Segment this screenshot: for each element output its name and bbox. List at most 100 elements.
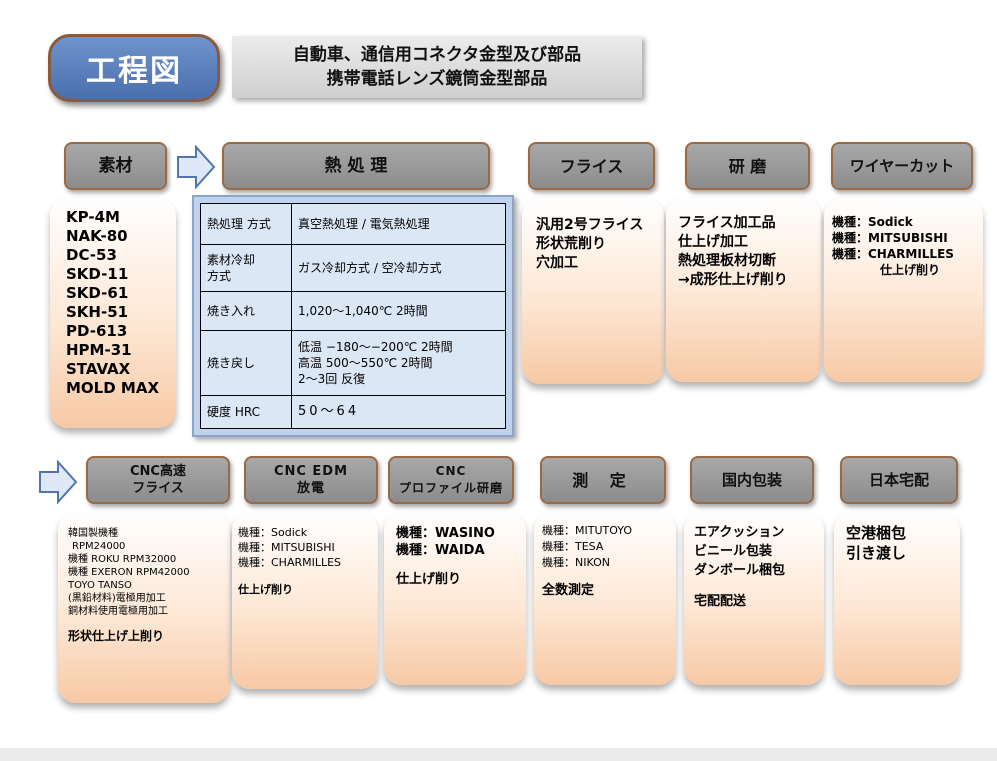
cnc-footer: 形状仕上げ上削り (68, 629, 165, 643)
material-item: KP-4M (66, 208, 120, 226)
header-milling: フライス (528, 142, 655, 190)
cnc-line: 韓国製機種 (68, 528, 118, 539)
milling-line: 形状荒削り (536, 236, 606, 252)
header-cnc-label-2: フライス (132, 481, 184, 496)
edm-footer: 仕上げ削り (238, 583, 293, 596)
material-item: NAK-80 (66, 227, 128, 245)
header-wire-cut: ワイヤーカット (831, 142, 973, 190)
milling-box: 汎用2号フライス 形状荒削り 穴加工 (522, 198, 664, 384)
delivery-box: 空港梱包 引き渡し (834, 513, 960, 685)
table-row: 焼き入れ 1,020～1,040℃ 2時間 (200, 290, 506, 331)
packing-line: エアクッション (694, 525, 785, 540)
header-heat-treatment-label: 熱 処 理 (324, 155, 388, 176)
table-cell-key: 焼き戻し (200, 329, 292, 397)
profile-footer: 仕上げ削り (396, 572, 462, 587)
header-domestic-packing: 国内包装 (690, 456, 814, 504)
profile-line: 機種：WAIDA (396, 543, 485, 558)
measure-line: 機種：NIKON (542, 556, 610, 569)
cnc-line: 機種 EXERON RPM42000 (68, 567, 190, 578)
material-item: PD-613 (66, 322, 128, 340)
cnc-milling-box: 韓国製機種 RPM24000 機種 ROKU RPM32000 機種 EXERO… (58, 513, 230, 703)
header-heat-treatment: 熱 処 理 (222, 142, 490, 190)
heat-treatment-panel: 熱処理 方式 真空熱処理 / 電気熱処理 素材冷却方式 ガス冷却方式 / 空冷却… (192, 195, 514, 437)
header-cnc-label-1: CNC高速 (130, 464, 186, 479)
header-cnc-high-speed-milling: CNC高速 フライス (86, 456, 230, 504)
delivery-line: 引き渡し (846, 544, 907, 562)
heat-treatment-table: 熱処理 方式 真空熱処理 / 電気熱処理 素材冷却方式 ガス冷却方式 / 空冷却… (200, 203, 506, 429)
subtitle-line-1: 自動車、通信用コネクタ金型及び部品 (292, 45, 582, 65)
table-row: 熱処理 方式 真空熱処理 / 電気熱処理 (200, 203, 506, 245)
grinding-line: 仕上げ加工 (678, 234, 748, 250)
material-item: SKD-11 (66, 265, 129, 283)
table-cell-key: 熱処理 方式 (200, 203, 292, 245)
header-packing-label: 国内包装 (721, 470, 782, 489)
packing-line: ビニール包装 (694, 544, 773, 559)
material-item: HPM-31 (66, 341, 132, 359)
header-profile-label-2: プロファイル研磨 (398, 481, 503, 495)
milling-line: 汎用2号フライス (536, 217, 644, 233)
arrow-right-icon (38, 460, 78, 504)
wire-cut-line: 機種：Sodick (832, 215, 913, 229)
process-chart-title: 工程図 (48, 34, 220, 102)
profile-line: 機種：WASINO (396, 526, 495, 541)
measurement-box: 機種：MITUTOYO 機種：TESA 機種：NIKON 全数測定 (534, 513, 676, 685)
arrow-right-icon (176, 145, 216, 189)
table-cell-value: ガス冷却方式 / 空冷却方式 (291, 243, 506, 292)
table-cell-key: 素材冷却方式 (200, 243, 292, 292)
wire-cut-box: 機種：Sodick 機種：MITSUBISHI 機種：CHARMILLES 仕上… (824, 198, 983, 382)
wire-cut-line: 機種：CHARMILLES (832, 247, 954, 261)
packing-line: ダンボール梱包 (694, 563, 786, 578)
table-cell-key: 焼き入れ (200, 290, 292, 331)
packing-footer: 宅配配送 (694, 594, 747, 609)
material-list: KP-4M NAK-80 DC-53 SKD-11 SKD-61 SKH-51 … (50, 198, 176, 428)
material-item: STAVAX (66, 360, 131, 378)
cnc-line: (黒鉛材料)電極用加工 (68, 593, 166, 604)
header-measurement-label: 測 定 (572, 470, 634, 490)
edm-line: 機種：Sodick (238, 526, 308, 539)
header-delivery-label: 日本宅配 (868, 470, 929, 489)
material-item: MOLD MAX (66, 379, 160, 397)
header-cnc-edm: CNC EDM 放電 (244, 456, 378, 504)
edm-line: 機種：MITSUBISHI (238, 541, 335, 554)
measure-line: 機種：MITUTOYO (542, 524, 633, 537)
wire-cut-line: 機種：MITSUBISHI (832, 231, 948, 245)
header-wire-cut-label: ワイヤーカット (849, 156, 955, 175)
cnc-line: 機種 ROKU RPM32000 (68, 554, 177, 565)
material-item: DC-53 (66, 246, 117, 264)
header-milling-label: フライス (559, 156, 624, 176)
table-row: 素材冷却方式 ガス冷却方式 / 空冷却方式 (200, 243, 506, 292)
subtitle-line-2: 携帯電話レンズ鏡筒金型部品 (326, 69, 548, 89)
table-cell-value: 1,020～1,040℃ 2時間 (291, 290, 506, 331)
header-material-label: 素材 (98, 155, 133, 176)
milling-line: 穴加工 (536, 255, 578, 271)
header-grinding: 研 磨 (685, 142, 810, 190)
measure-line: 機種：TESA (542, 540, 604, 553)
header-edm-label-1: CNC EDM (273, 464, 349, 479)
packing-box: エアクッション ビニール包装 ダンボール梱包 宅配配送 (684, 513, 824, 685)
edm-line: 機種：CHARMILLES (238, 556, 342, 569)
grinding-line: →成形仕上げ削り (678, 272, 788, 288)
material-item: SKH-51 (66, 303, 129, 321)
header-grinding-label: 研 磨 (728, 156, 767, 176)
grinding-line: フライス加工品 (678, 215, 776, 231)
grinding-box: フライス加工品 仕上げ加工 熱処理板材切断 →成形仕上げ削り (666, 198, 821, 382)
table-cell-value: 50～64 (291, 395, 506, 429)
header-measurement: 測 定 (540, 456, 666, 504)
cnc-line: 銅材料使用電極用加工 (68, 606, 168, 617)
delivery-line: 空港梱包 (846, 524, 907, 542)
profile-grinding-box: 機種：WASINO 機種：WAIDA 仕上げ削り (384, 513, 526, 685)
material-item: SKD-61 (66, 284, 129, 302)
table-cell-value: 真空熱処理 / 電気熱処理 (291, 203, 506, 245)
grinding-line: 熱処理板材切断 (678, 253, 776, 269)
header-cnc-profile-grinding: CNC プロファイル研磨 (388, 456, 514, 504)
edm-box: 機種：Sodick 機種：MITSUBISHI 機種：CHARMILLES 仕上… (232, 513, 378, 689)
header-japan-delivery: 日本宅配 (840, 456, 958, 504)
header-material: 素材 (64, 142, 167, 190)
table-cell-key: 硬度 HRC (200, 395, 292, 429)
wire-cut-line: 仕上げ削り (880, 263, 941, 277)
cnc-line: TOYO TANSO (68, 580, 132, 591)
header-edm-label-2: 放電 (296, 481, 325, 496)
subtitle-box: 自動車、通信用コネクタ金型及び部品 携帯電話レンズ鏡筒金型部品 (232, 36, 642, 98)
